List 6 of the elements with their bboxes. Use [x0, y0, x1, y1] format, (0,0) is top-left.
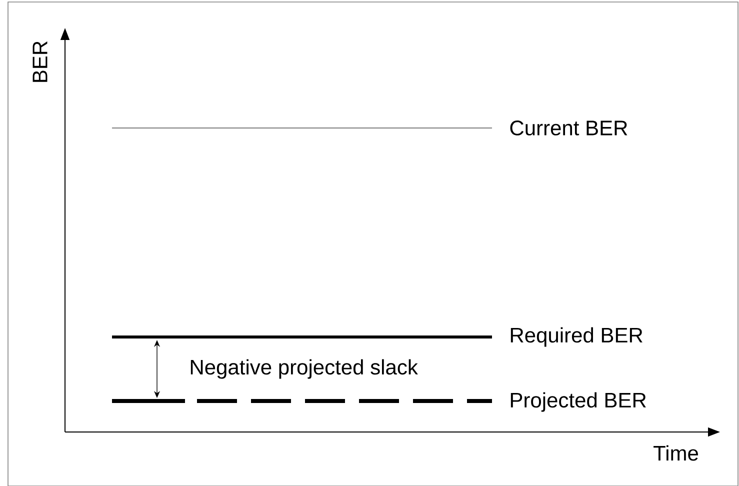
- line-label: Projected BER: [510, 392, 646, 412]
- axis-label: BER: [32, 41, 48, 82]
- annotation: Negative projected slack: [190, 359, 418, 379]
- line-label: Required BER: [510, 327, 642, 347]
- axis-label: Time: [654, 445, 698, 461]
- line-label: Current BER: [510, 120, 628, 136]
